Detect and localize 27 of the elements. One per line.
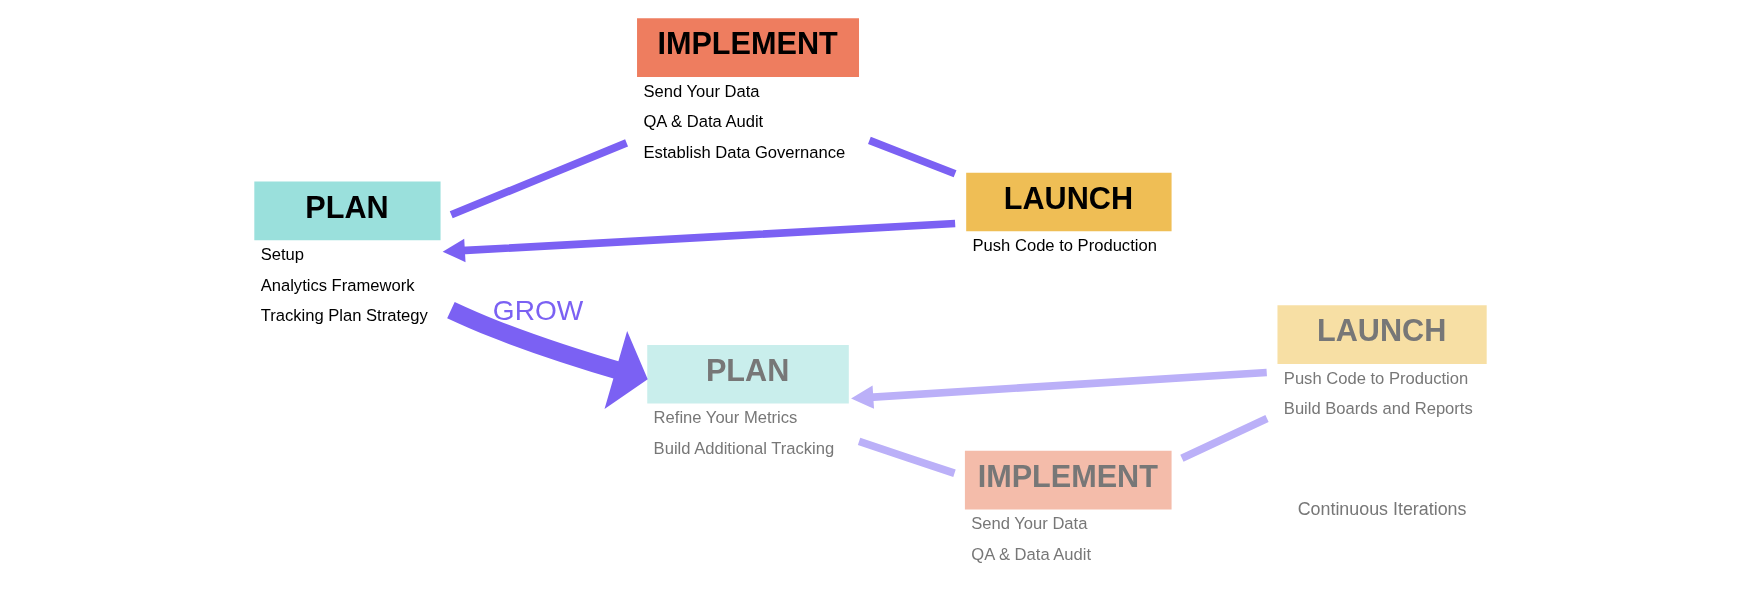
node-label: Send Your Data [970,514,1087,534]
arrow [446,302,648,410]
node-box: LAUNCH [1276,305,1487,365]
arrow [442,219,955,263]
node-label: Tracking Plan Strategy [260,306,428,326]
node-label: Send Your Data [642,81,760,101]
node-label: Build Boards and Reports [1283,399,1473,419]
connector [857,437,956,477]
node-box: IMPLEMENT [964,450,1172,510]
connector [867,136,956,178]
node-label: QA & Data Audit [642,112,763,132]
node-label: Refine Your Metrics [653,408,797,428]
label: Continuous Iterations [1297,499,1466,520]
node-label: Push Code to Production [1283,368,1468,388]
node-box: LAUNCH [965,172,1172,232]
connector [449,139,628,219]
node-box: IMPLEMENT [636,18,859,77]
node-label: Build Additional Tracking [653,438,834,458]
node-label: Analytics Framework [260,275,415,295]
node-label: Setup [260,244,304,264]
connector [1179,415,1269,462]
node-label: Establish Data Governance [642,142,845,162]
node-box: PLAN [253,181,441,241]
node-label: Push Code to Production [972,236,1157,255]
node-label: QA & Data Audit [970,544,1091,564]
node-box: PLAN [646,344,849,404]
edge-label: GROW [492,295,583,327]
